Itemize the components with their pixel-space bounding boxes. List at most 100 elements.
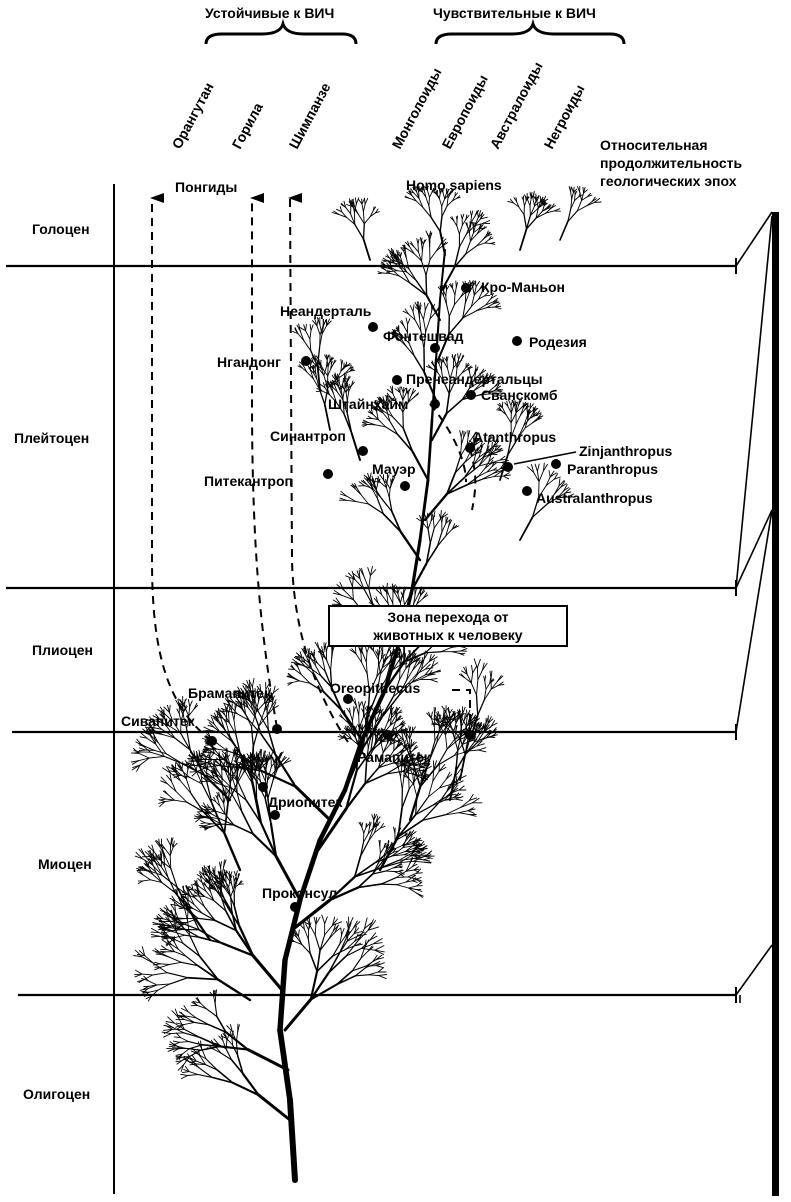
tree-branch [359, 707, 360, 715]
tree-branch [386, 868, 394, 871]
tree-branch [261, 749, 262, 758]
tree-branch [405, 251, 406, 259]
tree-branch [560, 222, 568, 240]
tree-branch [280, 1030, 290, 1100]
tree-branch [161, 965, 170, 968]
tree-branch [364, 239, 371, 260]
tree-branch [446, 290, 447, 296]
tree-branch [179, 1042, 188, 1043]
tree-branch [160, 964, 169, 965]
tree-branch [402, 778, 404, 791]
tree-branch [439, 199, 441, 207]
tree-branch [379, 975, 387, 976]
tree-branch [233, 796, 242, 812]
tree-branch [537, 464, 539, 471]
tree-branch [473, 223, 474, 227]
tree-branch [383, 653, 384, 662]
tree-branch [153, 973, 167, 975]
tree-branch [478, 468, 485, 476]
tree-branch [200, 821, 205, 823]
tree-branch [455, 287, 456, 295]
tree-branch [380, 846, 381, 854]
tree-branch [346, 207, 351, 214]
tree-branch [205, 823, 211, 824]
tree-branch [224, 803, 228, 833]
epoch-holocene: Голоцен [32, 221, 90, 237]
tree-branch [359, 702, 361, 707]
tree-branch [485, 240, 489, 244]
tree-branch [169, 962, 181, 964]
sinanthropus-dot [358, 446, 368, 456]
tree-branch [471, 673, 472, 683]
tree-branch [191, 794, 203, 812]
tree-branch [315, 935, 320, 951]
site-mauer: Мауэр [372, 461, 416, 477]
tree-branch [162, 729, 175, 738]
tree-branch [306, 331, 310, 339]
tree-branch [259, 1095, 290, 1120]
tree-branch [420, 311, 424, 319]
tree-branch [213, 1049, 221, 1053]
tree-branch [468, 811, 474, 814]
tree-branch [387, 488, 390, 498]
tree-branch [440, 726, 446, 735]
tree-branch [426, 652, 442, 653]
tree-branch [205, 824, 212, 826]
tree-branch [447, 305, 450, 317]
tree-branch [315, 924, 316, 935]
site-zinjanthropus: Zinjanthropus [579, 443, 673, 459]
tree-branch [430, 680, 437, 683]
tree-branch [398, 435, 413, 452]
tree-branch [378, 649, 379, 660]
tree-branch [459, 225, 462, 234]
tree-branch [439, 764, 445, 771]
tree-branch [428, 420, 432, 480]
species-chimpanzee: Шимпанзе [286, 80, 334, 152]
chimpanzee-lineage [290, 198, 348, 742]
tree-branch [203, 730, 210, 731]
tree-branch [443, 193, 445, 199]
tree-branch [316, 374, 317, 380]
pithecanthropus-dot [323, 469, 333, 479]
tree-branch [315, 369, 316, 374]
transition-zone-line-1: Зона перехода от [387, 609, 508, 625]
site-preneanderthals: Пренеандертальцы [406, 371, 543, 387]
tree-branch [234, 710, 235, 720]
tree-branch [167, 1048, 175, 1049]
tree-branch [356, 706, 358, 715]
tree-branch [149, 756, 164, 758]
rhodesia-dot [512, 336, 522, 346]
tree-branch [511, 406, 513, 413]
tree-branch [477, 695, 478, 715]
tree-branch [457, 216, 458, 220]
tree-branch [524, 201, 526, 206]
tree-branch [516, 415, 520, 424]
tree-branch [380, 848, 384, 854]
relative-duration-line-2: продолжительность [600, 155, 742, 171]
tree-branch [189, 1072, 198, 1075]
tree-branch [204, 907, 215, 921]
tree-branch [426, 275, 427, 295]
tree-branch [199, 896, 204, 907]
tree-branch [536, 213, 546, 218]
tree-branch [500, 459, 505, 460]
tree-branch [456, 283, 457, 288]
tree-branch [160, 925, 165, 926]
tree-branch [194, 905, 202, 914]
tree-branch [485, 681, 486, 689]
fontechevade-dot [430, 343, 440, 353]
tree-branch [457, 226, 460, 234]
tree-branch [414, 776, 415, 784]
tree-branch [434, 519, 440, 529]
tree-branch [183, 1072, 190, 1073]
tree-branch [503, 476, 508, 479]
tree-branch [519, 207, 524, 215]
tree-branch [232, 704, 233, 710]
site-sinanthropus: Синантроп [270, 428, 346, 444]
tree-branch [520, 229, 527, 250]
tree-branch [342, 929, 345, 936]
tree-branch [477, 680, 478, 695]
tree-branch [326, 646, 327, 652]
tree-branch [324, 320, 326, 326]
tree-branch [167, 973, 188, 978]
